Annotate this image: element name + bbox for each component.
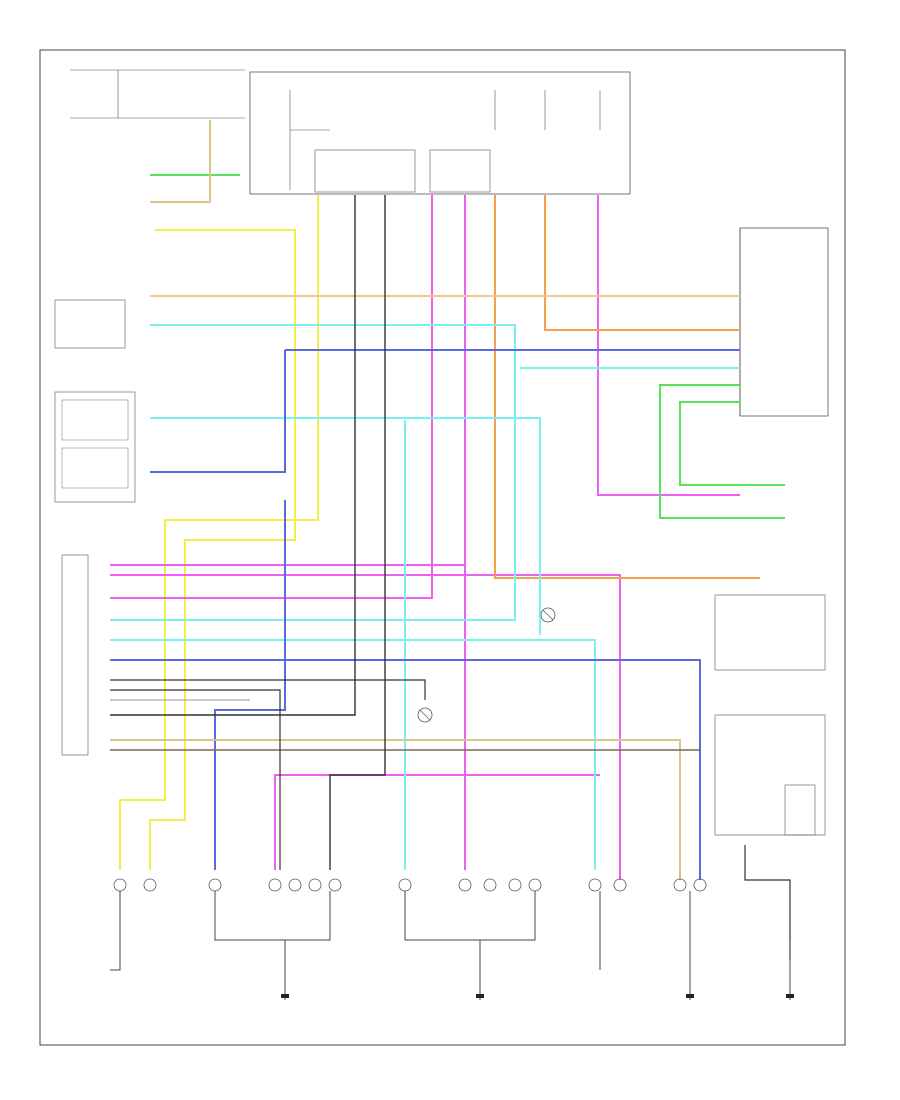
wire-pink-4: [274, 774, 600, 870]
wire-blue-2: [150, 350, 286, 473]
top-module-relay-2: [429, 149, 491, 193]
dimmer-inner-1: [61, 399, 129, 441]
wire-orange-right: [544, 195, 740, 331]
headlamp-switch-box: [54, 299, 126, 349]
wire-cyan-1: [110, 324, 516, 621]
wire-tan-2: [150, 120, 211, 203]
wire-blue-4: [214, 500, 286, 870]
trailer-connector: [784, 784, 816, 836]
wire-pink-3: [110, 574, 621, 880]
dimmer-switch-box: [54, 391, 136, 503]
wire-pink-1: [110, 195, 433, 599]
top-module-relay-1: [314, 149, 416, 193]
hazard-switch-box: [714, 594, 826, 671]
wire-black-3: [110, 679, 426, 700]
wire-green-2: [659, 384, 785, 519]
ground-symbols: [281, 994, 794, 998]
left-connector-block: [61, 554, 89, 756]
bulb-row: [113, 878, 707, 892]
wire-tan: [110, 739, 681, 880]
diagram-border: [39, 49, 846, 1046]
wire-cyan-4: [110, 639, 596, 870]
wire-black-5: [744, 845, 791, 960]
wire-green-3: [679, 401, 785, 486]
indicator-lamp-1: [540, 607, 556, 623]
right-module-box: [739, 227, 829, 417]
wire-pink-2: [110, 195, 466, 566]
wire-blue-3: [110, 659, 701, 880]
wire-black-4: [110, 689, 281, 870]
dimmer-inner-2: [61, 447, 129, 489]
wire-orange: [494, 195, 760, 579]
wire-black-2: [329, 195, 386, 870]
ground-lines: [110, 891, 791, 1000]
wire-black: [110, 195, 356, 716]
indicator-lamp-2: [417, 707, 433, 723]
wire-yellow-left: [149, 229, 296, 870]
top-module-box: [249, 71, 631, 195]
wire-pink-right: [597, 195, 740, 496]
trailer-module-box: [714, 714, 826, 836]
wire-cyan-2: [150, 417, 541, 635]
